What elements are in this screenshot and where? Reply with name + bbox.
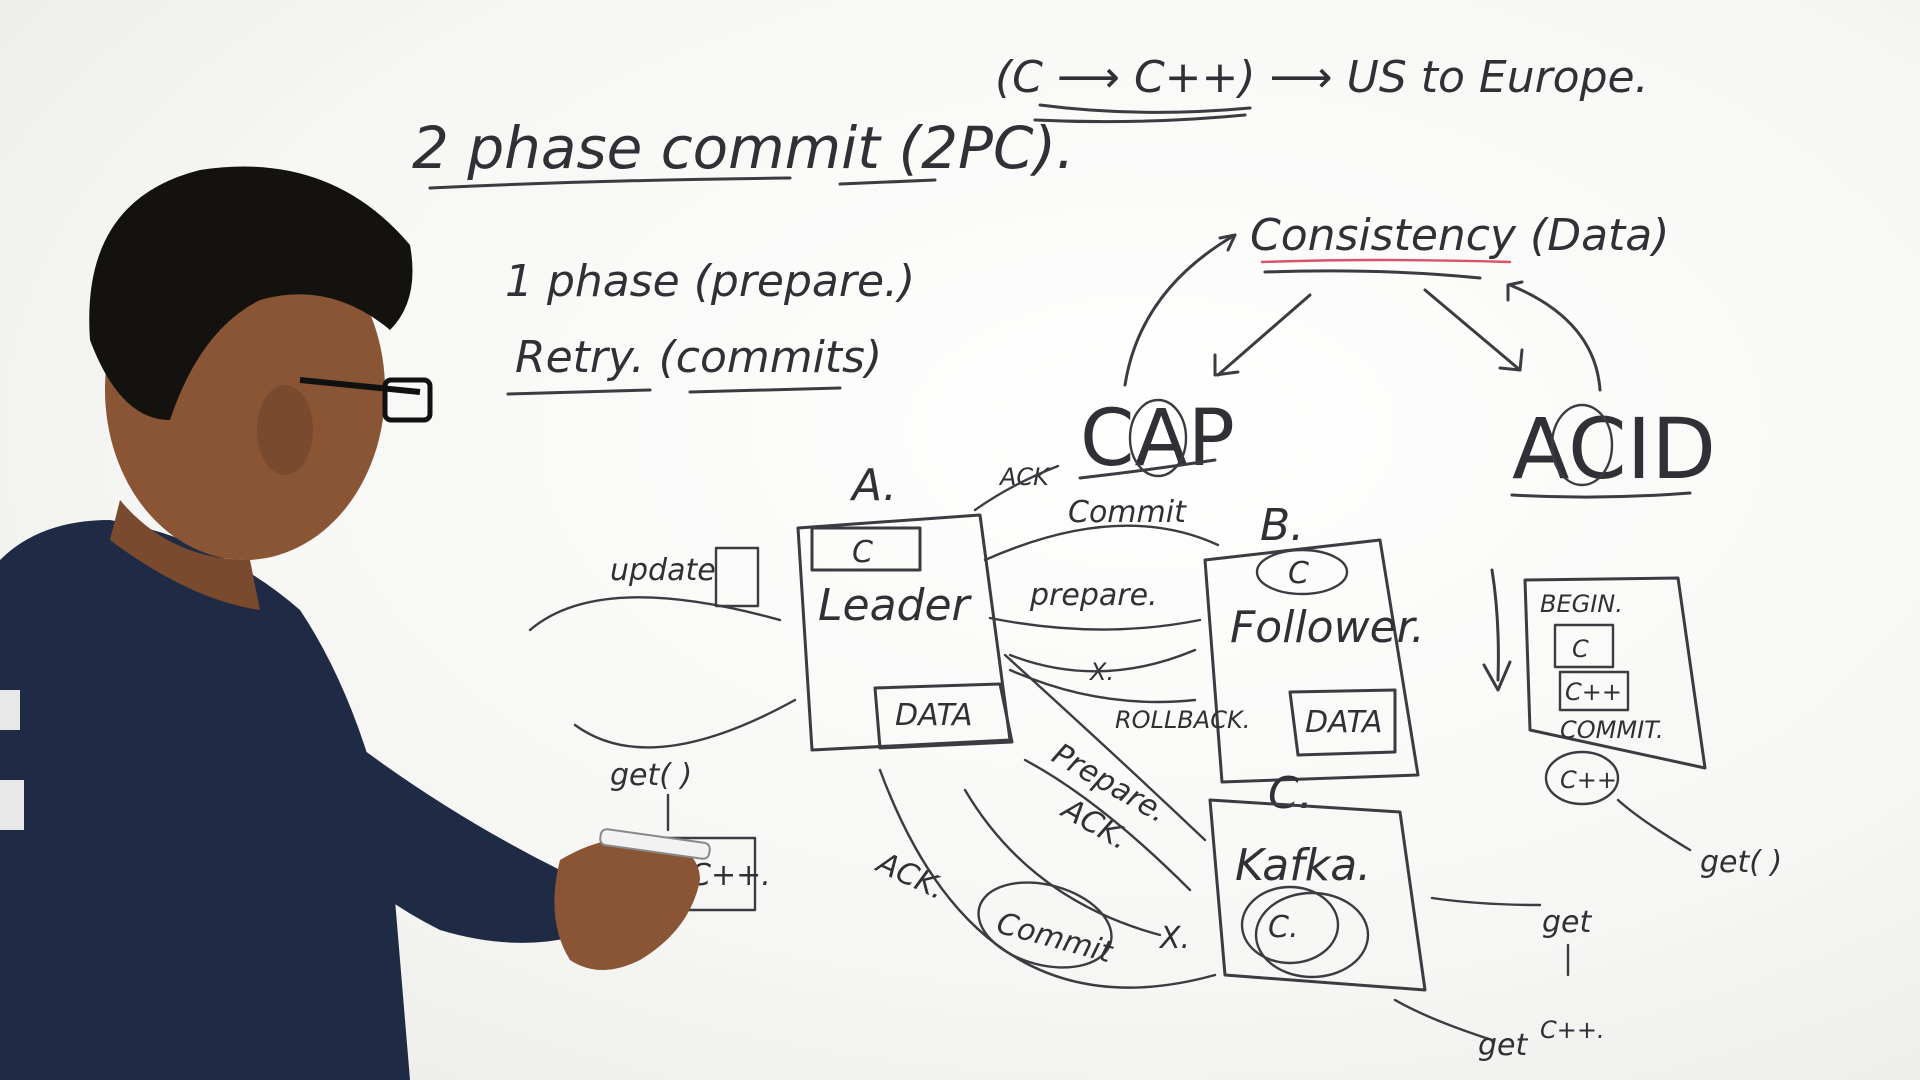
client-update-arrow: [528, 596, 782, 632]
top-underline-2: [1033, 113, 1247, 124]
acid-underline: [1510, 491, 1692, 499]
msg-rollback: ROLLBACK.: [1115, 706, 1250, 734]
kafka-get2: get: [1478, 1028, 1529, 1063]
arrow-consistency-to-cap: [1216, 293, 1312, 377]
txn-arrow-down: [1490, 568, 1500, 682]
node-a-data: DATA: [895, 698, 973, 733]
heading-underline: [428, 176, 792, 190]
txn-box: [1523, 576, 1707, 770]
node-a-box: [796, 513, 1012, 752]
cap-label: CAP: [1080, 394, 1235, 484]
node-b-c: C: [1288, 556, 1309, 591]
node-a-c-box: [810, 526, 922, 572]
kafka-get: get: [1542, 905, 1593, 940]
node-a-c: C: [852, 535, 873, 570]
node-a-role: Leader: [818, 580, 973, 631]
arrowhead-2: [1213, 353, 1240, 377]
msg-commit-top: Commit: [1068, 495, 1187, 530]
heading-2pc-underline: [838, 178, 937, 186]
consistency-underline: [1263, 269, 1482, 280]
txn-get: get( ): [1700, 845, 1782, 880]
node-b-box: [1203, 538, 1420, 784]
txn-arrowhead: [1482, 660, 1512, 692]
txn-c-box: [1553, 623, 1615, 669]
node-c-label: C.: [1268, 768, 1313, 819]
node-c-circle-outer: [1254, 891, 1370, 979]
kafka-cpp: C++.: [1540, 1016, 1605, 1044]
consistency-red-underline: [1260, 258, 1512, 264]
node-c-circle-inner: [1240, 885, 1340, 965]
node-c-c: C.: [1268, 910, 1298, 945]
arrowhead-4: [1506, 280, 1524, 302]
node-a-data-box: [873, 682, 1014, 750]
kafka-get2-arrow: [1393, 998, 1494, 1042]
txn-begin: BEGIN.: [1540, 590, 1623, 618]
client-update: update: [610, 553, 716, 588]
node-c-role: Kafka.: [1235, 840, 1371, 891]
acid-c-circle: [1550, 403, 1614, 487]
msg-x2: X.: [1158, 921, 1190, 956]
msg-x1-arrow: [1008, 648, 1197, 673]
top-note: (C ⟶ C++) ⟶ US to Europe.: [995, 52, 1649, 103]
consistency-note: Consistency (Data): [1250, 210, 1669, 261]
node-b-c-circle: [1255, 548, 1349, 596]
arrow-acid-to-consistency: [1508, 283, 1602, 392]
txn-get-arrow: [1616, 798, 1692, 852]
txn-c: C: [1572, 635, 1589, 663]
heading-2pc: 2 phase commit (2PC).: [412, 114, 1075, 182]
top-underline: [1038, 103, 1252, 114]
kafka-get-arrow: [1430, 896, 1542, 907]
msg-prepare: prepare.: [1029, 578, 1158, 613]
client-update-box: [714, 546, 760, 608]
msg-ack-arrow: [973, 464, 1060, 512]
msg-ack-top: ACK: [998, 463, 1051, 491]
txn-commit: COMMIT.: [1560, 716, 1664, 744]
node-b-data-box: [1288, 688, 1397, 757]
txn-cpp-box: [1558, 670, 1630, 712]
msg-ack-mid-arrow: [1023, 758, 1192, 892]
phase1-note: 1 phase (prepare.): [505, 256, 915, 307]
cap-a-circle: [1128, 398, 1188, 478]
txn-circle: [1544, 750, 1620, 806]
node-b-role: Follower.: [1230, 602, 1425, 653]
retry-underline: [506, 388, 652, 396]
acid-label: ACID: [1512, 400, 1716, 498]
commits-underline: [688, 386, 842, 394]
msg-commit-arrow: [983, 524, 1220, 562]
retry-note: Retry. (commits): [515, 332, 882, 383]
txn-circle-label: C++: [1560, 766, 1617, 794]
txn-cpp: C++: [1565, 678, 1622, 706]
node-a-label: A.: [849, 460, 897, 511]
client-return: C++.: [690, 858, 771, 893]
msg-ack-left: ACK.: [870, 845, 951, 907]
node-b-label: B.: [1260, 500, 1304, 551]
msg-x2-arrow: [963, 788, 1162, 937]
node-b-data: DATA: [1305, 705, 1383, 740]
arrow-cap-to-consistency: [1123, 233, 1237, 387]
client-get-arrow: [573, 698, 797, 749]
msg-prepare2-arrow: [1003, 653, 1207, 842]
arrowhead-3: [1498, 348, 1524, 372]
msg-prepare-arrow: [988, 616, 1202, 631]
arrowhead-1: [1218, 233, 1237, 252]
arrow-consistency-to-acid: [1423, 288, 1522, 372]
client-get: get( ): [610, 758, 692, 793]
cap-underline: [1078, 458, 1217, 480]
msg-commit-oval: Commit: [993, 906, 1117, 971]
node-c-box: [1208, 798, 1427, 992]
